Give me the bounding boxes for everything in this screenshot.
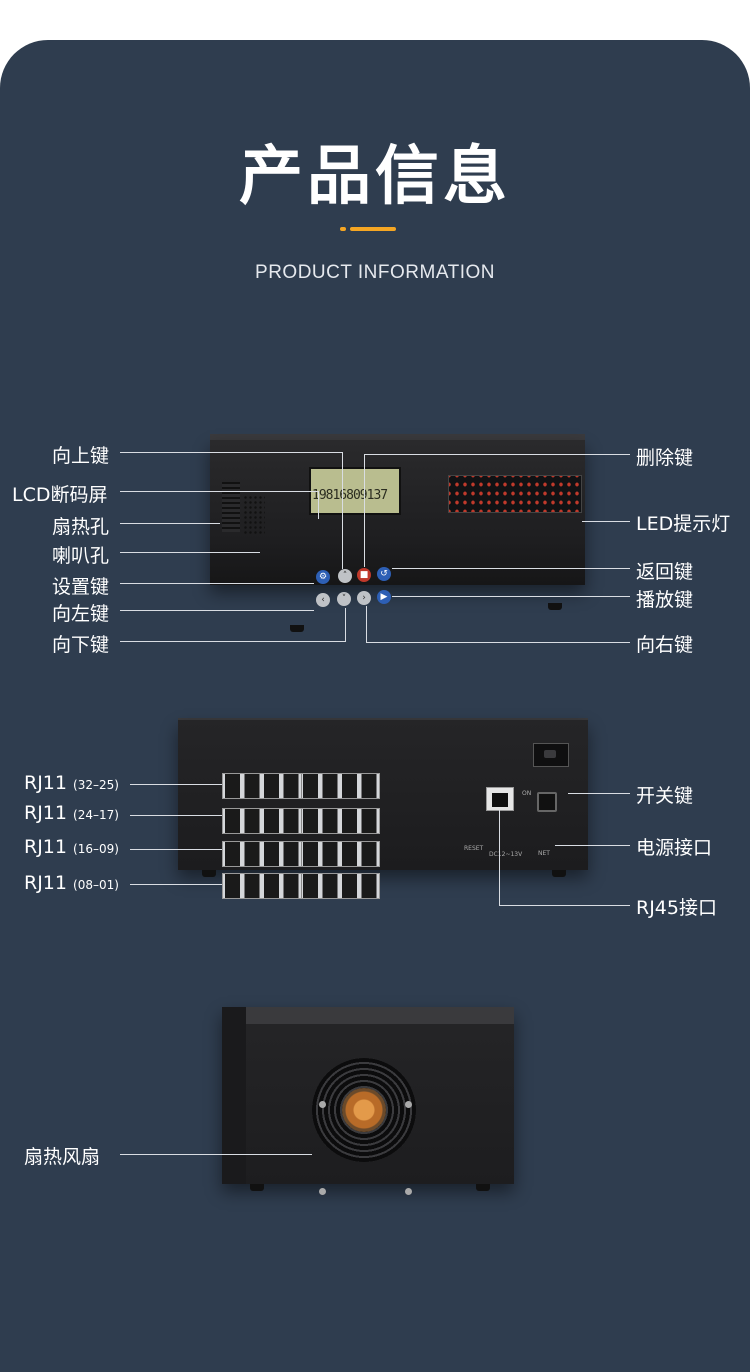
- up-button[interactable]: ˄: [338, 569, 352, 583]
- power-switch[interactable]: [533, 743, 569, 767]
- device-side-top: [246, 1007, 514, 1024]
- leader-line: [120, 523, 220, 524]
- leader-line: [568, 793, 630, 794]
- label-left-key: 向左键: [52, 603, 110, 625]
- leader-line: [120, 491, 318, 492]
- lcd-digits: 19816809137: [312, 488, 388, 503]
- label-lcd-screen: LCD断码屏: [12, 484, 108, 506]
- device-foot: [476, 1184, 490, 1191]
- label-rj45-port: RJ45接口: [636, 897, 717, 919]
- rj11-port-row: [222, 773, 380, 799]
- label-play-key: 播放键: [636, 589, 694, 611]
- label-power-port: 电源接口: [636, 837, 713, 859]
- net-label: NET: [538, 850, 550, 857]
- label-speaker-holes: 喇叭孔: [52, 545, 110, 567]
- rj45-port: [486, 787, 514, 811]
- switch-on-label: ON: [522, 790, 532, 797]
- device-foot: [290, 625, 304, 632]
- label-cooling-fan: 扇热风扇: [24, 1146, 101, 1168]
- down-button[interactable]: ˅: [337, 592, 351, 606]
- label-vent-holes: 扇热孔: [52, 516, 110, 538]
- leader-line: [364, 454, 630, 455]
- fan-hub: [342, 1088, 386, 1132]
- screw: [319, 1101, 326, 1108]
- leader-line: [120, 583, 314, 584]
- label-right-key: 向右键: [636, 634, 694, 656]
- label-rj11-32-25: RJ11 (32–25): [24, 772, 119, 794]
- leader-line: [499, 810, 500, 905]
- leader-line: [366, 642, 630, 643]
- label-led-lights: LED提示灯: [636, 513, 731, 535]
- leader-line: [120, 552, 260, 553]
- accent-bar: [350, 227, 396, 231]
- device-front-top: [210, 434, 585, 442]
- label-return-key: 返回键: [636, 561, 694, 583]
- device-foot: [552, 870, 566, 877]
- screw: [405, 1101, 412, 1108]
- speaker-grille: [243, 495, 265, 535]
- right-button[interactable]: ›: [357, 591, 371, 605]
- accent-dot: [340, 227, 346, 231]
- leader-line: [364, 454, 365, 567]
- return-button[interactable]: ↺: [377, 567, 391, 581]
- rj11-port-row: [222, 873, 380, 899]
- leader-line: [318, 491, 319, 519]
- device-foot: [548, 603, 562, 610]
- lcd-screen: [309, 467, 401, 515]
- leader-line: [392, 596, 630, 597]
- label-rj11-16-09: RJ11 (16–09): [24, 836, 119, 858]
- label-rj11-08-01: RJ11 (08–01): [24, 872, 119, 894]
- screw: [405, 1188, 412, 1195]
- device-side-edge: [222, 1007, 246, 1184]
- leader-line: [120, 1154, 312, 1155]
- leader-line: [366, 606, 367, 642]
- delete-button[interactable]: ■: [357, 568, 371, 582]
- rj11-port-row: [222, 808, 380, 834]
- page-title: 产品信息: [239, 140, 511, 214]
- reset-label: RESET: [464, 845, 484, 852]
- device-foot: [202, 870, 216, 877]
- leader-line: [582, 521, 630, 522]
- leader-line: [130, 849, 222, 850]
- leader-line: [392, 568, 630, 569]
- led-indicator-panel: [448, 475, 582, 513]
- rj11-port-row: [222, 841, 380, 867]
- label-delete-key: 删除键: [636, 447, 694, 469]
- label-down-key: 向下键: [52, 634, 110, 656]
- label-rj11-24-17: RJ11 (24–17): [24, 802, 119, 824]
- leader-line: [555, 845, 630, 846]
- dc-power-jack: [537, 792, 557, 812]
- leader-line: [130, 784, 222, 785]
- play-button[interactable]: ▶: [377, 590, 391, 604]
- page-subtitle: PRODUCT INFORMATION: [255, 262, 495, 283]
- leader-line: [120, 452, 342, 453]
- leader-line: [342, 452, 343, 569]
- vent-holes: [222, 482, 240, 532]
- label-up-key: 向上键: [52, 445, 110, 467]
- label-settings-key: 设置键: [52, 576, 110, 598]
- screw: [319, 1188, 326, 1195]
- leader-line: [130, 815, 222, 816]
- label-power-switch: 开关键: [636, 785, 694, 807]
- leader-line: [120, 641, 345, 642]
- device-foot: [250, 1184, 264, 1191]
- leader-line: [499, 905, 630, 906]
- left-button[interactable]: ‹: [316, 593, 330, 607]
- voltage-label: DC12~13V: [489, 851, 523, 858]
- leader-line: [130, 884, 222, 885]
- settings-button[interactable]: ⚙: [316, 570, 330, 584]
- leader-line: [345, 608, 346, 642]
- leader-line: [120, 610, 314, 611]
